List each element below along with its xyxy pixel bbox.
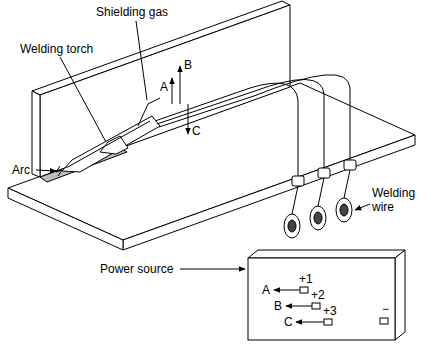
terminal-letter: C xyxy=(284,315,293,329)
wire-path xyxy=(159,75,350,160)
wire-spool xyxy=(314,212,322,224)
power-source-side xyxy=(395,250,405,340)
direction-arrow xyxy=(188,104,189,134)
direction-letter: A xyxy=(160,80,168,94)
wire-path xyxy=(155,83,298,176)
terminal-arrow xyxy=(286,306,312,307)
wire-spool xyxy=(336,198,352,222)
wire-path xyxy=(157,79,324,168)
wire-path xyxy=(344,170,350,198)
terminal-label: − xyxy=(382,302,389,316)
wire-path xyxy=(318,178,324,206)
leader-arrow xyxy=(180,269,245,270)
power-source-box xyxy=(248,258,395,340)
terminal xyxy=(324,319,332,325)
wire-spool xyxy=(284,214,300,238)
arc-symbol xyxy=(56,166,62,176)
feed-roller xyxy=(344,160,356,170)
welding-torch xyxy=(62,116,160,172)
terminal xyxy=(312,303,320,309)
gas-tube xyxy=(138,98,160,126)
torch-axis xyxy=(66,121,150,168)
callout-label: Shielding gas xyxy=(96,5,168,19)
terminal-arrow xyxy=(274,290,300,291)
terminal-arrow xyxy=(296,322,324,323)
terminal xyxy=(380,318,388,324)
direction-arrow xyxy=(172,78,173,104)
vertical-plate-side xyxy=(32,91,40,177)
direction-arrow xyxy=(180,66,181,104)
wire-spool xyxy=(288,220,296,232)
terminal-label: +1 xyxy=(299,272,313,286)
direction-letter: C xyxy=(192,124,201,138)
terminal-label: +3 xyxy=(323,304,337,318)
vertical-plate xyxy=(40,5,290,177)
feed-roller xyxy=(292,176,304,186)
base-plate-side xyxy=(8,188,123,250)
feed-roller xyxy=(318,168,330,178)
callout-label: Welding torch xyxy=(20,42,93,56)
leader-line xyxy=(60,57,106,142)
base-plate-front xyxy=(123,135,415,250)
terminal-letter: B xyxy=(274,299,282,313)
wire-path xyxy=(292,186,298,214)
power-source-top xyxy=(248,250,405,258)
leader-arrow xyxy=(36,170,56,171)
callout-label: Power source xyxy=(100,262,173,276)
leader-arrow xyxy=(355,204,370,210)
wire-spool xyxy=(340,204,348,216)
direction-letter: B xyxy=(184,58,192,72)
callout-label: Welding wire xyxy=(372,186,428,214)
wire-spool xyxy=(310,206,326,230)
terminal-label: +2 xyxy=(311,288,325,302)
terminal-letter: A xyxy=(262,283,270,297)
terminal xyxy=(300,287,308,293)
leader-line xyxy=(136,21,147,100)
callout-label: Arc xyxy=(12,163,30,177)
